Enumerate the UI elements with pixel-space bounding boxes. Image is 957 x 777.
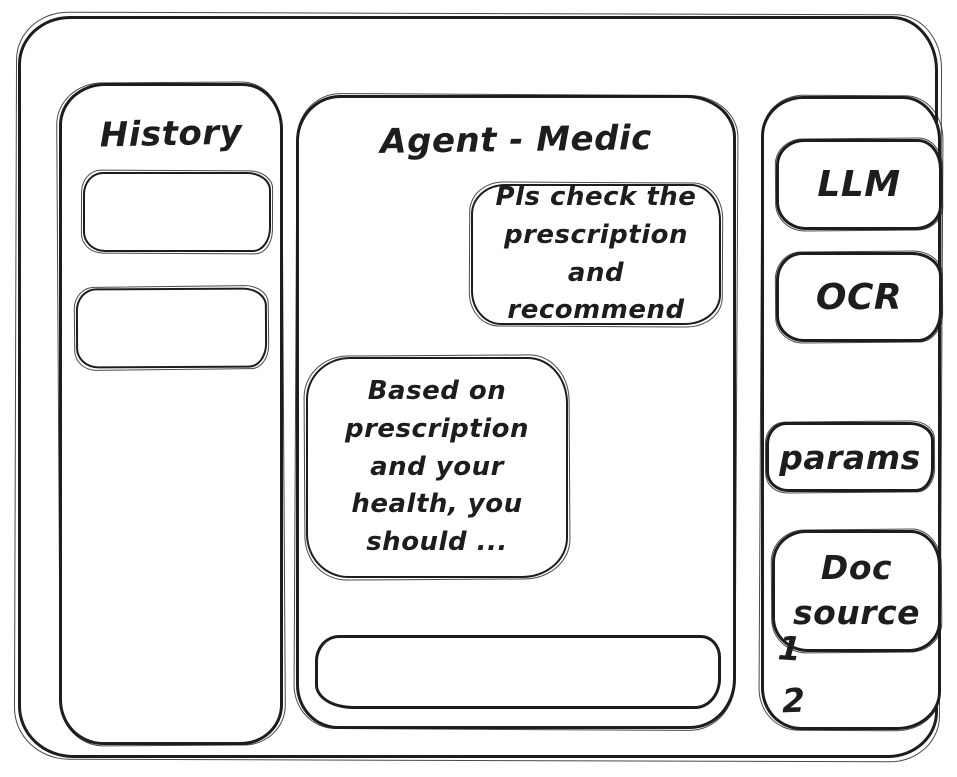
chat-message-input[interactable] <box>315 635 721 709</box>
doc-source-item-1[interactable]: 1 <box>776 628 803 669</box>
doc-source-item-2[interactable]: 2 <box>781 680 807 721</box>
agent-message-bubble: Based on prescription and your health, y… <box>306 357 568 578</box>
doc-source-button[interactable]: Doc source <box>772 530 941 652</box>
ocr-button[interactable]: OCR <box>776 252 942 342</box>
params-button[interactable]: params <box>766 422 934 492</box>
tools-panel: LLM OCR params Doc source 1 2 <box>761 96 942 730</box>
history-panel-title: History <box>99 112 243 156</box>
app-window-frame: History Agent - Medic Pls check the pres… <box>18 16 942 758</box>
history-item-1[interactable] <box>83 172 271 252</box>
llm-button[interactable]: LLM <box>776 139 942 230</box>
chat-title: Agent - Medic <box>379 118 653 162</box>
history-panel: History <box>59 83 283 745</box>
chat-panel: Agent - Medic Pls check the prescription… <box>296 95 736 729</box>
history-item-2[interactable] <box>75 287 268 369</box>
user-message-bubble: Pls check the prescription and recommend <box>471 182 721 325</box>
